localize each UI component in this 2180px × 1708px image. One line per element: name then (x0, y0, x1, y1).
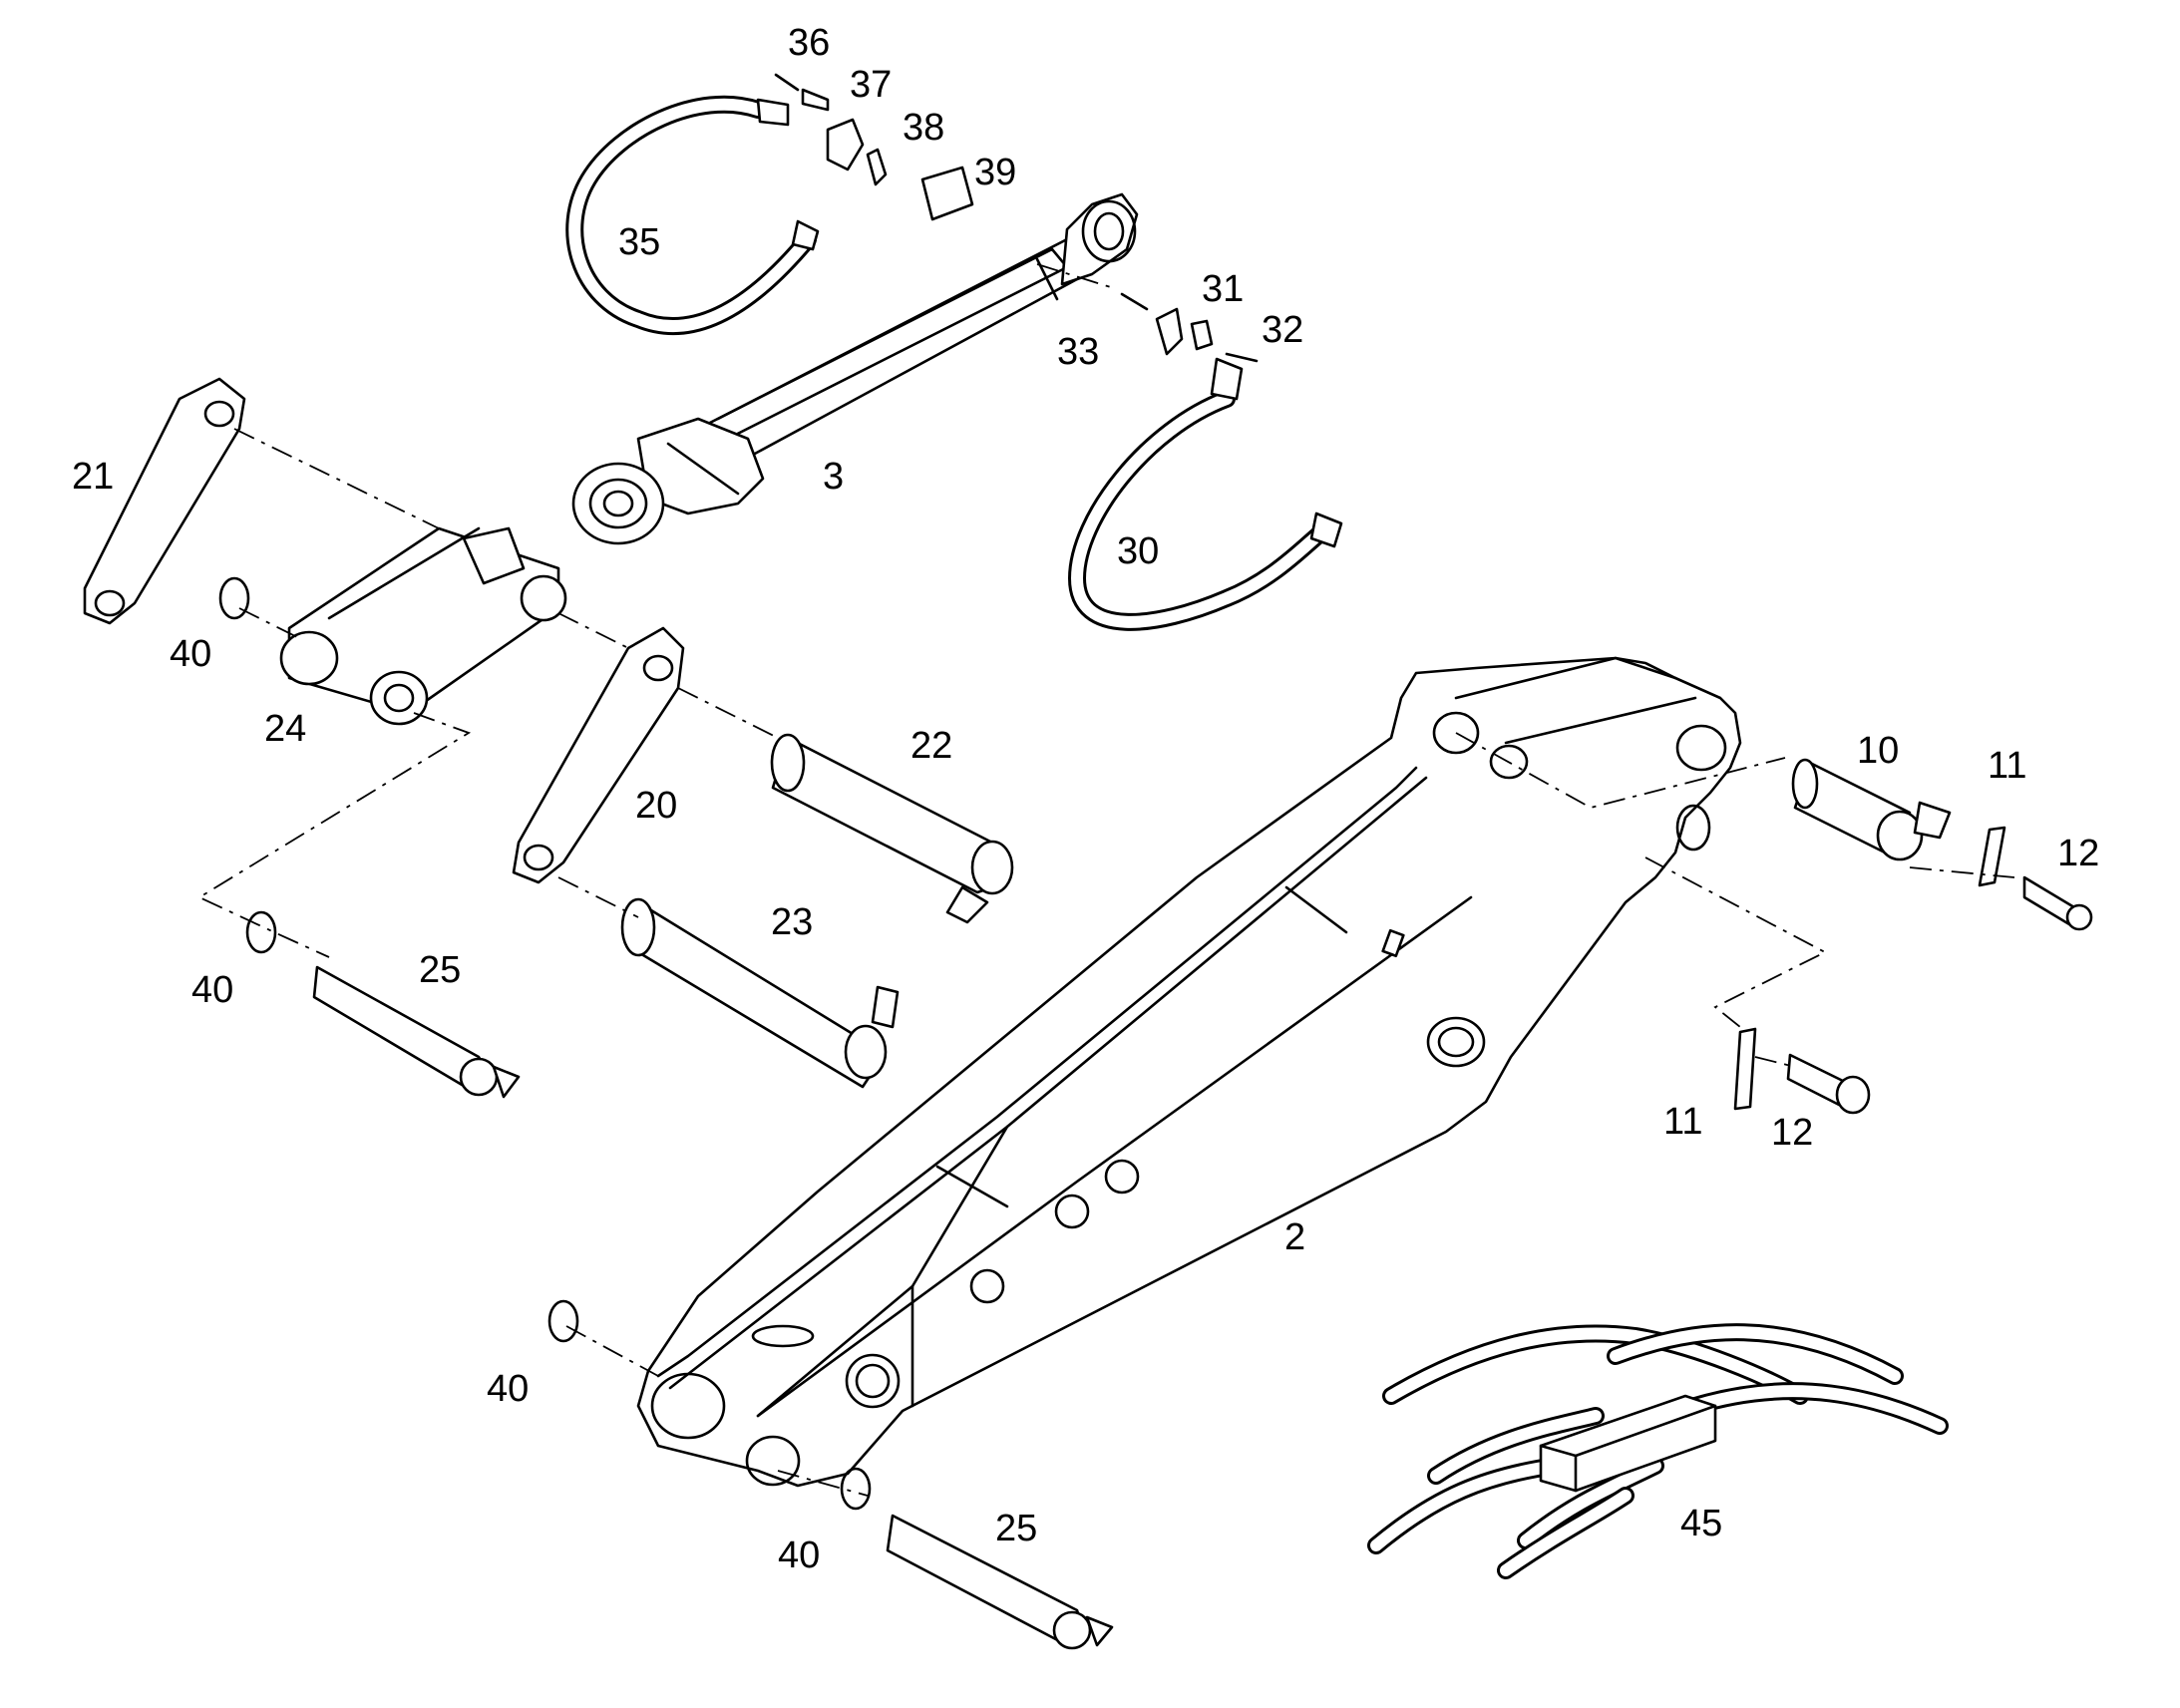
valve-block-45 (1367, 1323, 1949, 1579)
label-3: 3 (823, 456, 844, 498)
label-31: 31 (1202, 268, 1244, 310)
label-2: 2 (1284, 1216, 1305, 1258)
plates-bolts (1733, 826, 2093, 1115)
label-40-d: 40 (778, 1535, 820, 1576)
label-25-b: 25 (995, 1508, 1037, 1549)
rings-40 (218, 576, 872, 1511)
label-40-a: 40 (170, 633, 211, 675)
label-23: 23 (771, 901, 813, 943)
label-30: 30 (1117, 530, 1159, 572)
hose-30 (1067, 357, 1343, 631)
boom-arm (636, 656, 1742, 1488)
centerlines (197, 263, 2015, 1497)
label-35: 35 (618, 221, 660, 263)
label-40-b: 40 (191, 969, 233, 1011)
pin-22 (770, 733, 1014, 924)
label-20: 20 (635, 785, 677, 827)
label-12-b: 12 (1771, 1112, 1813, 1154)
label-32: 32 (1262, 309, 1303, 351)
pin-25-upper (312, 965, 521, 1099)
label-22: 22 (910, 725, 952, 767)
label-39: 39 (974, 152, 1016, 193)
hydraulic-cylinder (571, 192, 1139, 545)
pin-23 (620, 897, 900, 1089)
label-40-c: 40 (487, 1368, 529, 1410)
link-20 (512, 626, 685, 884)
label-11-a: 11 (1988, 745, 2026, 787)
part-number-labels: 36 37 38 39 35 31 32 33 3 30 21 40 24 22… (72, 22, 2099, 1576)
fittings-top (774, 73, 1259, 363)
hose-35 (565, 95, 820, 336)
label-10: 10 (1857, 730, 1899, 772)
pin-10 (1791, 758, 1952, 861)
label-24: 24 (264, 708, 306, 750)
label-33: 33 (1057, 331, 1099, 373)
label-12-a: 12 (2057, 833, 2099, 874)
label-36: 36 (788, 22, 830, 64)
label-37: 37 (850, 64, 892, 106)
link-21 (83, 377, 246, 625)
pin-25-lower (886, 1514, 1114, 1650)
label-38: 38 (903, 107, 944, 149)
label-21: 21 (72, 456, 114, 498)
label-11-b: 11 (1663, 1101, 1702, 1143)
label-25-a: 25 (419, 949, 461, 991)
bracket-24 (279, 526, 567, 726)
label-45: 45 (1680, 1503, 1722, 1544)
